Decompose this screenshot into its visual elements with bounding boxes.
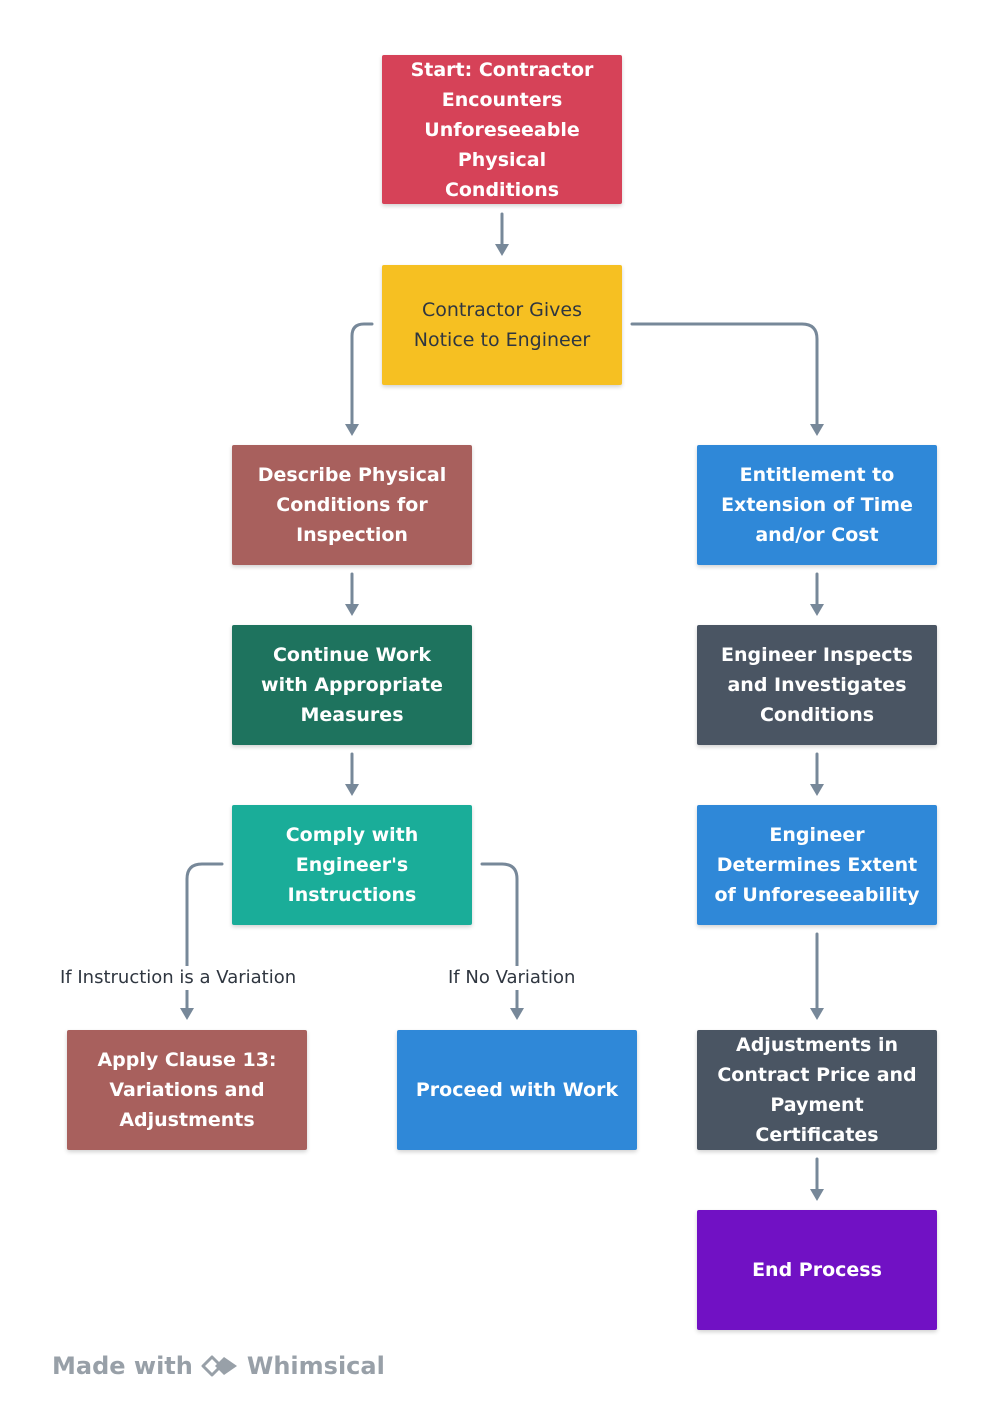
- edge-comply-to-clause13: [185, 862, 224, 1010]
- node-start-label: Start: Contractor Encounters Unforeseeab…: [410, 58, 594, 201]
- node-proceed-label: Proceed with Work: [415, 1079, 619, 1101]
- node-end-label: End Process: [752, 1259, 882, 1281]
- node-entitlement[interactable]: Entitlement to Extension of Time and/or …: [697, 445, 937, 565]
- arrowhead: [810, 1189, 824, 1201]
- node-notice-label: Contractor Gives Notice to Engineer: [413, 299, 591, 351]
- arrowhead: [810, 424, 824, 436]
- node-start[interactable]: Start: Contractor Encounters Unforeseeab…: [382, 55, 622, 204]
- node-proceed[interactable]: Proceed with Work: [397, 1030, 637, 1150]
- edge-notice-to-describe: [350, 322, 374, 426]
- node-entitlement-label: Entitlement to Extension of Time and/or …: [721, 464, 913, 546]
- node-inspects-label: Engineer Inspects and Investigates Condi…: [721, 644, 913, 726]
- node-clause13-label: Apply Clause 13: Variations and Adjustme…: [97, 1049, 277, 1131]
- whimsical-brand-text: Whimsical: [246, 1352, 385, 1380]
- made-with-whimsical-badge[interactable]: Made with Whimsical: [52, 1352, 385, 1380]
- node-determines[interactable]: Engineer Determines Extent of Unforeseea…: [697, 805, 937, 925]
- node-adjustments-label: Adjustments in Contract Price and Paymen…: [717, 1034, 917, 1146]
- edge-label-variation: If Instruction is a Variation: [60, 966, 297, 990]
- arrowhead: [345, 784, 359, 796]
- edge-label-no-variation: If No Variation: [448, 966, 576, 990]
- arrowhead: [495, 244, 509, 256]
- node-inspects[interactable]: Engineer Inspects and Investigates Condi…: [697, 625, 937, 745]
- edge-comply-to-proceed: [480, 862, 519, 1010]
- arrowhead: [810, 604, 824, 616]
- node-notice[interactable]: Contractor Gives Notice to Engineer: [382, 265, 622, 385]
- node-end[interactable]: End Process: [697, 1210, 937, 1330]
- node-comply[interactable]: Comply with Engineer's Instructions: [232, 805, 472, 925]
- arrowhead: [810, 1008, 824, 1020]
- node-adjustments[interactable]: Adjustments in Contract Price and Paymen…: [697, 1030, 937, 1150]
- node-describe-label: Describe Physical Conditions for Inspect…: [257, 464, 447, 546]
- arrowhead: [180, 1008, 194, 1020]
- whimsical-logo-icon: [201, 1353, 239, 1379]
- node-determines-label: Engineer Determines Extent of Unforeseea…: [714, 824, 920, 906]
- arrowhead: [345, 604, 359, 616]
- edge-notice-to-entitlement: [630, 322, 819, 426]
- made-with-text: Made with: [52, 1352, 193, 1380]
- arrowhead: [810, 784, 824, 796]
- node-clause13[interactable]: Apply Clause 13: Variations and Adjustme…: [67, 1030, 307, 1150]
- node-describe[interactable]: Describe Physical Conditions for Inspect…: [232, 445, 472, 565]
- node-comply-label: Comply with Engineer's Instructions: [285, 824, 419, 906]
- arrowhead: [345, 424, 359, 436]
- node-continue-work-label: Continue Work with Appropriate Measures: [261, 644, 443, 726]
- arrowhead: [510, 1008, 524, 1020]
- node-continue-work[interactable]: Continue Work with Appropriate Measures: [232, 625, 472, 745]
